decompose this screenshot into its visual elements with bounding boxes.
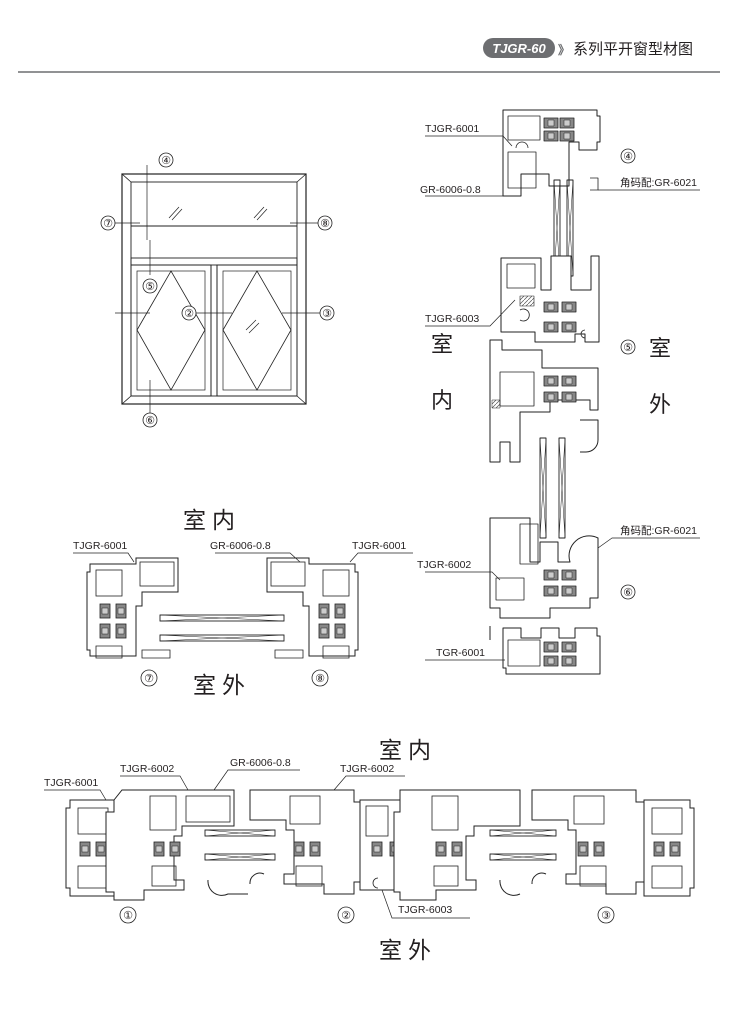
vert-marker-5: ⑤: [623, 342, 633, 354]
header-title: 系列平开窗型材图: [573, 40, 693, 58]
vert-indoor-2: 内: [431, 388, 453, 413]
label-tjgr-6001-top: TJGR-6001: [425, 123, 479, 135]
vert-outdoor-2: 外: [649, 392, 671, 417]
side-outdoor-label: 室外: [193, 673, 251, 699]
side-label-right: TJGR-6001: [352, 540, 406, 552]
label-corner-bottom: 角码配:GR-6021: [620, 525, 697, 537]
label-tjgr-6003-vert: TJGR-6003: [425, 313, 479, 325]
header: TJGR-60 》 系列平开窗型材图: [18, 38, 720, 73]
bottom-section: 室内: [44, 738, 695, 964]
badge: [483, 38, 555, 58]
bottom-label-tjgr-6002-a: TJGR-6002: [120, 763, 174, 775]
badge-text: TJGR-60: [492, 41, 546, 56]
bottom-label-gr-6006: GR-6006-0.8: [230, 757, 291, 769]
bottom-marker-1: ①: [123, 910, 133, 922]
marker-4: ④: [161, 155, 171, 167]
marker-5: ⑤: [145, 281, 155, 293]
bottom-outdoor-label: 室外: [379, 938, 437, 964]
label-corner-top: 角码配:GR-6021: [620, 177, 697, 189]
side-label-left: TJGR-6001: [73, 540, 127, 552]
side-section: 室内 TJGR-6001 GR-6006-0.8 TJGR-6001 ⑦: [73, 508, 413, 699]
window-elevation: ④ ⑤ ② ③ ⑥ ⑦ ⑧: [100, 152, 335, 428]
marker-2: ②: [184, 308, 194, 320]
arrows-icon: 》: [558, 42, 570, 57]
bottom-marker-3: ③: [601, 910, 611, 922]
label-gr-6006-top: GR-6006-0.8: [420, 184, 481, 196]
bottom-label-tjgr-6001: TJGR-6001: [44, 777, 98, 789]
bottom-label-tjgr-6003: TJGR-6003: [398, 904, 452, 916]
label-tjgr-6002-vert: TJGR-6002: [417, 559, 471, 571]
label-tgr-6001: TGR-6001: [436, 647, 485, 659]
marker-3: ③: [322, 308, 332, 320]
marker-6: ⑥: [145, 415, 155, 427]
vertical-section: TJGR-6001 GR-6006-0.8 角码配:GR-6021 TJGR-6…: [417, 109, 700, 675]
bottom-indoor-label: 室内: [379, 738, 437, 764]
vert-outdoor-1: 室: [649, 336, 671, 361]
vert-marker-4: ④: [623, 151, 633, 163]
vert-indoor-1: 室: [431, 332, 453, 357]
marker-7: ⑦: [103, 218, 113, 230]
vert-marker-6: ⑥: [623, 587, 633, 599]
side-marker-8: ⑧: [315, 673, 325, 685]
side-label-mid: GR-6006-0.8: [210, 540, 271, 552]
side-indoor-label: 室内: [183, 508, 241, 534]
side-marker-7: ⑦: [144, 673, 154, 685]
marker-8: ⑧: [320, 218, 330, 230]
bottom-label-tjgr-6002-b: TJGR-6002: [340, 763, 394, 775]
bottom-marker-2: ②: [341, 910, 351, 922]
